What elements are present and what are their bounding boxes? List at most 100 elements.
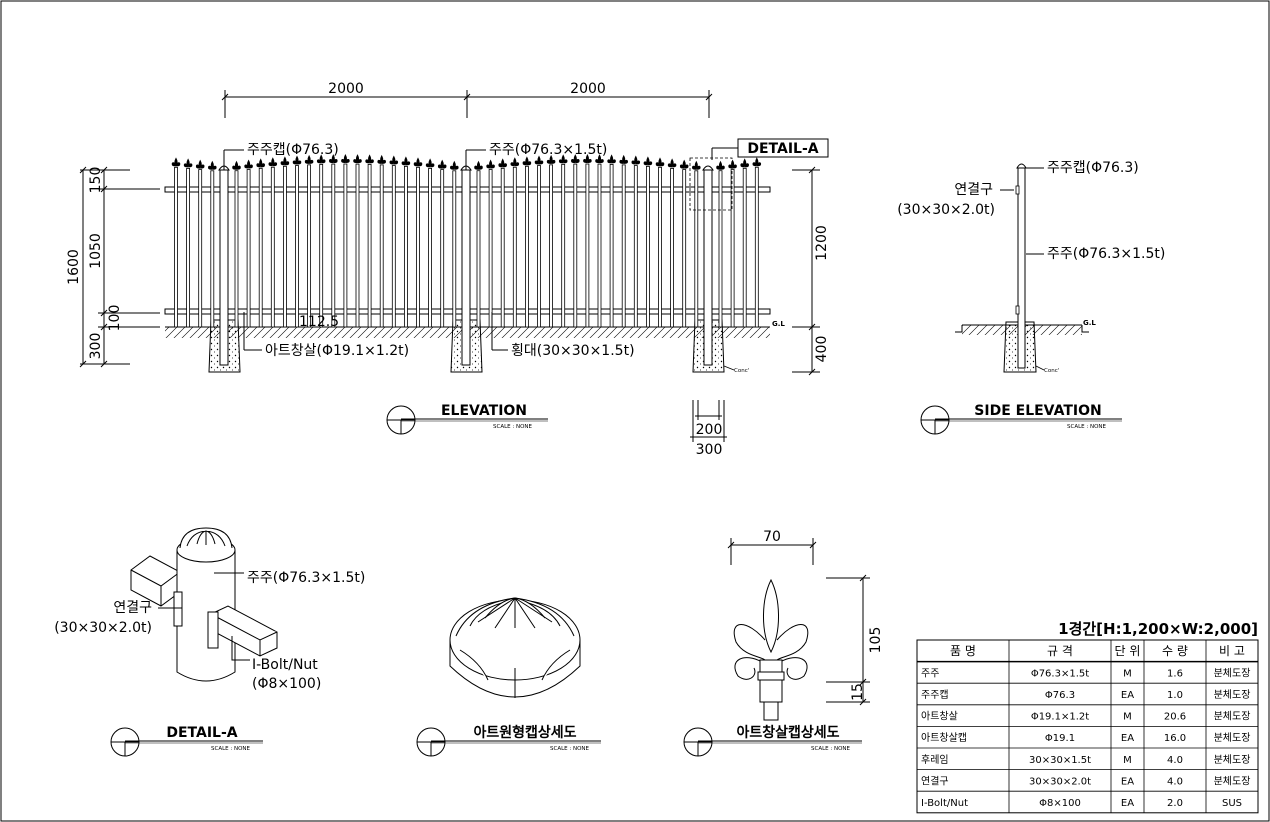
table-cell: EA — [1121, 776, 1134, 787]
table-cell: M — [1123, 668, 1132, 679]
picket-finial — [413, 157, 423, 167]
picket-finial — [401, 156, 411, 166]
table-cell: 후레임 — [921, 753, 949, 766]
fence-height-dim: 1200 — [814, 225, 830, 261]
elevation-view: 2000 2000 1600 150 1050 100 300 — [66, 81, 830, 458]
table-cell: M — [1123, 712, 1132, 723]
table-cell: Φ8×100 — [1039, 798, 1081, 809]
detail-a-title-block: DETAIL-A SCALE : NONE — [110, 725, 263, 757]
picket — [682, 169, 687, 328]
table-cell: EA — [1121, 733, 1134, 744]
table-cell: 아트창살 — [921, 711, 958, 723]
table-cell: 분체도장 — [1214, 667, 1251, 679]
table-cell: 1.0 — [1167, 690, 1183, 701]
picket — [730, 169, 735, 328]
detail-a-connector-label: 연결구 — [113, 600, 152, 616]
table-cell: M — [1123, 755, 1132, 766]
detail-a-bolt-spec: (Φ8×100) — [252, 676, 321, 692]
picket — [561, 163, 566, 328]
mid-height-dim: 1050 — [88, 233, 104, 269]
post-offset-dim: 112.5 — [299, 314, 339, 330]
picket-cap-height-dim: 105 — [868, 627, 884, 654]
picket-finial — [183, 158, 193, 168]
rail-label: 횡대(30×30×1.5t) — [511, 343, 635, 359]
side-post-label: 주주(Φ76.3×1.5t) — [1047, 246, 1165, 262]
picket-finial — [510, 157, 520, 167]
elevation-right-dims — [792, 166, 820, 376]
picket-finial — [643, 156, 653, 166]
picket-finial — [619, 154, 628, 164]
table-cell: 주주 — [921, 668, 939, 679]
picket-cap-title: 아트창살캡상세도 — [736, 724, 839, 741]
picket — [754, 166, 759, 328]
detail-a-tag: DETAIL-A — [747, 141, 818, 157]
detail-a-view — [130, 527, 278, 682]
picket-finial — [256, 158, 265, 168]
table-cell: 2.0 — [1167, 798, 1183, 809]
picket-finial — [474, 160, 483, 170]
post-label: 주주(Φ76.3×1.5t) — [489, 142, 607, 158]
round-cap-view — [449, 597, 581, 698]
picket — [367, 164, 372, 328]
picket — [186, 168, 191, 328]
picket — [694, 170, 699, 328]
detail-a-title: DETAIL-A — [166, 725, 237, 741]
picket — [525, 165, 529, 328]
picket-cap-view — [733, 578, 809, 721]
picket-finial — [389, 155, 399, 165]
picket — [379, 164, 384, 328]
table-cell: 분체도장 — [1214, 775, 1251, 787]
picket — [295, 165, 299, 328]
table-cell: Φ19.1 — [1045, 733, 1075, 744]
side-elevation-title-block: SIDE ELEVATION SCALE : NONE — [920, 403, 1122, 435]
picket-finial — [232, 160, 241, 170]
detail-a-marker — [689, 157, 733, 211]
table-cell: 4.0 — [1167, 755, 1183, 766]
picket — [282, 165, 287, 328]
picket — [718, 170, 723, 328]
picket — [597, 163, 602, 328]
elevation-title-block: ELEVATION SCALE : NONE — [386, 403, 548, 435]
picket-finial — [365, 154, 374, 164]
picket-finial — [377, 154, 386, 164]
side-connector-label: 연결구 — [954, 182, 993, 198]
table-header-cell: 품 명 — [950, 644, 976, 658]
table-cell: 분체도장 — [1214, 754, 1251, 766]
picket-finial — [667, 158, 677, 168]
total-height-dim: 1600 — [66, 249, 82, 285]
bottom-rail-dim: 100 — [107, 305, 123, 332]
span-left-dim: 2000 — [328, 81, 364, 97]
table-cell: 30×30×1.5t — [1029, 755, 1091, 766]
picket-finial — [195, 159, 205, 169]
picket — [609, 164, 614, 328]
side-post-cap-label: 주주캡(Φ76.3) — [1047, 160, 1139, 176]
table-cell: 아트창살캡 — [921, 732, 967, 744]
picket-finial — [631, 155, 641, 165]
picket — [331, 163, 336, 328]
picket-finial — [341, 154, 350, 164]
picket — [452, 170, 457, 328]
elevation-span-dimension — [221, 90, 713, 118]
picket-finial — [208, 160, 217, 170]
picket-finial — [353, 154, 362, 164]
detail-a-scale: SCALE : NONE — [211, 746, 251, 752]
picket — [549, 164, 553, 328]
picket-finial — [425, 158, 435, 168]
picket-finial — [752, 157, 762, 167]
side-elevation-title: SIDE ELEVATION — [974, 403, 1101, 419]
table-cell: 16.0 — [1164, 733, 1186, 744]
picket — [537, 165, 541, 328]
side-elevation-view: 주주캡(Φ76.3) 연결구 (30×30×2.0t) 주주(Φ76.3×1.5… — [897, 160, 1165, 435]
picket-finial — [437, 159, 447, 169]
elevation-leaders — [223, 147, 738, 351]
picket — [428, 168, 433, 328]
picket-cap-dims — [727, 538, 870, 706]
table-cell: 분체도장 — [1214, 689, 1251, 701]
picket — [440, 169, 445, 328]
picket-finial — [450, 160, 459, 170]
picket-finial — [171, 157, 181, 167]
picket — [512, 166, 517, 328]
span-right-dim: 2000 — [570, 81, 606, 97]
detail-a-post-label: 주주(Φ76.3×1.5t) — [247, 570, 365, 586]
